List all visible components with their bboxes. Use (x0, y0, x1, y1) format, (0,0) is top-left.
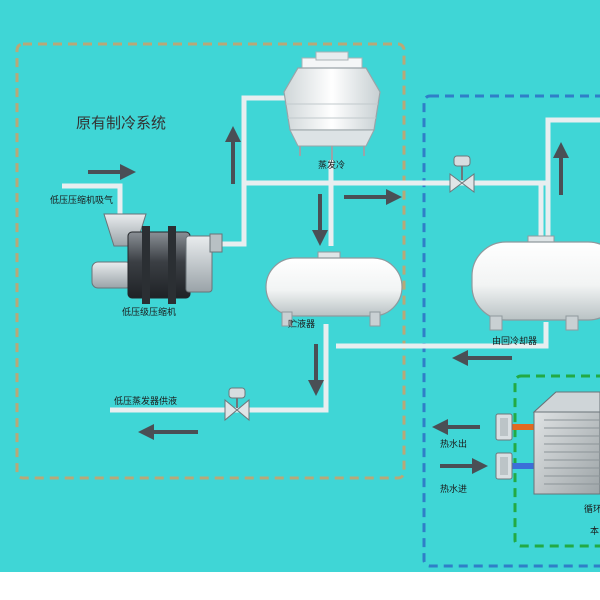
suction-pipe (62, 183, 123, 216)
original-system-title: 原有制冷系统 (76, 114, 166, 132)
cooling-tower-icon (283, 51, 381, 160)
hot-water-in-label: 热水进 (440, 483, 467, 495)
receiver-label: 贮液器 (288, 318, 315, 330)
recovery-riser-pipe (545, 117, 600, 238)
evaporator-supply-label: 低压蒸发器供液 (114, 395, 177, 407)
valve-icon (449, 155, 475, 193)
flow-arrows (88, 126, 569, 474)
discharge-pipe (222, 95, 296, 247)
valve-icon (224, 387, 250, 422)
condenser-label: 蒸发冷 (318, 159, 345, 171)
return-pipe-label: 由回冷却器 (492, 335, 537, 347)
heat-pump-label-2: 本 (590, 525, 599, 537)
supply-pipe (110, 324, 329, 413)
compressor-suction-label: 低压压缩机吸气 (50, 194, 113, 206)
screw-compressor-icon (91, 213, 223, 304)
recovery-tank-icon (471, 235, 600, 331)
heat-pump-border (513, 374, 600, 548)
return-pipe (336, 322, 549, 349)
bottom-band (0, 572, 600, 600)
new-system-border (422, 94, 600, 568)
tank-icon (265, 251, 403, 327)
hot-water-flange-icon (495, 413, 513, 441)
heat-pump-unit-icon (532, 391, 600, 495)
compressor-label: 低压级压缩机 (122, 306, 176, 318)
original-system-border (15, 42, 406, 480)
cold-water-flange-icon (495, 452, 513, 480)
heat-pump-label-1: 循环 (584, 503, 600, 515)
hot-water-out-label: 热水出 (440, 438, 467, 450)
